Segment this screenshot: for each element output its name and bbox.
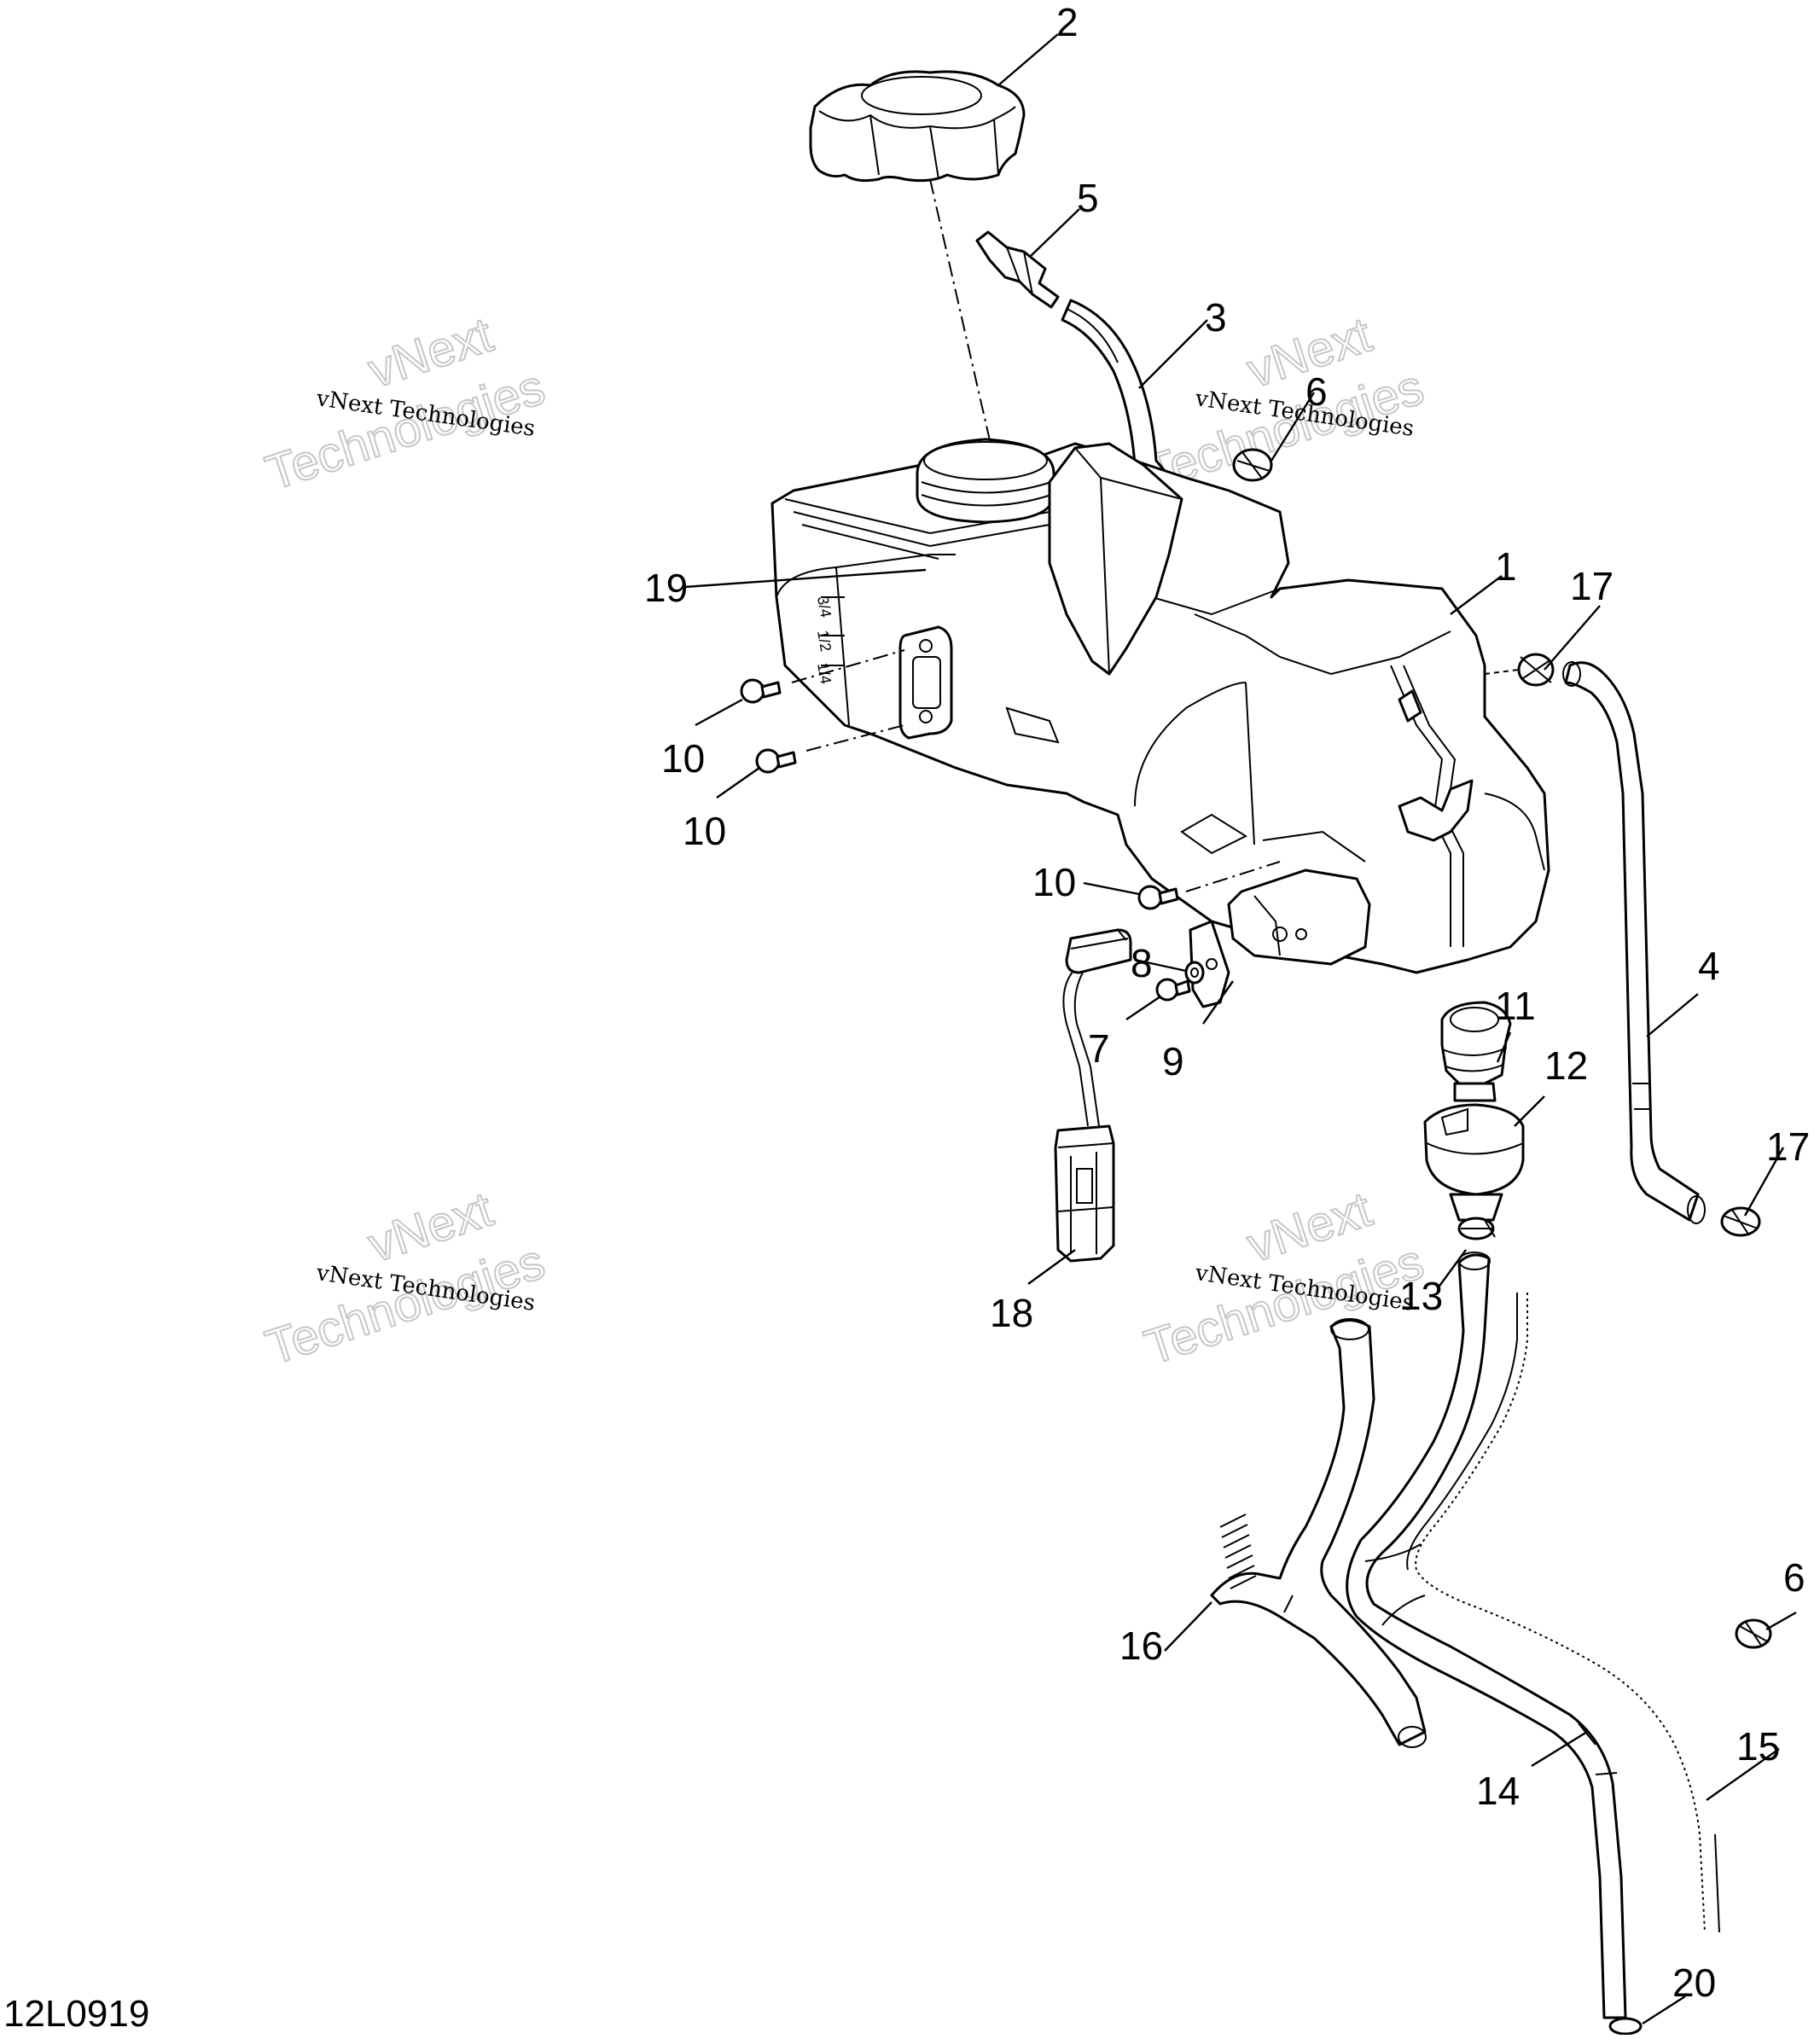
callout-13: 13 bbox=[1399, 1274, 1443, 1318]
hose-clamp-17-top bbox=[1517, 653, 1555, 687]
watermark-top-left: vNext Technologies vNext Technologies bbox=[259, 306, 552, 502]
callout-19: 19 bbox=[644, 566, 688, 610]
screw-axis-b bbox=[805, 724, 905, 752]
washer bbox=[1184, 961, 1205, 985]
valve-holder bbox=[1423, 1103, 1525, 1222]
clamp-axis-line bbox=[1484, 669, 1520, 675]
callout-7: 7 bbox=[1088, 1026, 1110, 1071]
callout-10-c: 10 bbox=[1032, 860, 1076, 904]
callout-18: 18 bbox=[990, 1291, 1033, 1335]
vent-hose-right bbox=[1562, 661, 1706, 1224]
callout-20: 20 bbox=[1672, 1961, 1716, 2005]
callout-6-top: 6 bbox=[1305, 369, 1328, 414]
cap-axis-line bbox=[929, 178, 999, 479]
level-sensor bbox=[1054, 928, 1132, 1263]
screw-10-a bbox=[740, 678, 782, 704]
hose-16 bbox=[1210, 1318, 1427, 1748]
leader-lines bbox=[684, 33, 1797, 2025]
screw-10-b bbox=[755, 748, 797, 774]
fuel-tank: 3/4 1/2 1/4 bbox=[770, 438, 1550, 974]
screw-10-c bbox=[1137, 885, 1179, 910]
callout-labels: 2 5 3 6 1 17 19 10 10 10 4 8 11 7 9 12 1… bbox=[644, 0, 1810, 2005]
callout-17-top: 17 bbox=[1570, 564, 1614, 608]
callout-15: 15 bbox=[1736, 1724, 1780, 1769]
hose-14 bbox=[1346, 1252, 1627, 2019]
hose-clamp-6-bottom bbox=[1735, 1618, 1772, 1649]
callout-4: 5 bbox=[1077, 176, 1099, 220]
callout-16: 16 bbox=[1119, 1624, 1163, 1668]
watermark-top-right: vNext Technologies vNext Technologies bbox=[1137, 306, 1431, 502]
callout-17-bottom: 17 bbox=[1766, 1124, 1810, 1169]
mounting-plate bbox=[1189, 920, 1230, 1008]
hose-clamp-17-bottom bbox=[1720, 1206, 1761, 1237]
vent-fitting bbox=[975, 230, 1060, 309]
watermark-bottom-right: vNext Technologies vNext Technologies bbox=[1137, 1181, 1431, 1377]
callout-1: 1 bbox=[1495, 544, 1517, 589]
check-valve bbox=[1440, 1001, 1512, 1102]
callout-8: 8 bbox=[1131, 941, 1153, 985]
screw-axis-a bbox=[791, 649, 905, 683]
spring-15 bbox=[1406, 1293, 1720, 1933]
callout-6-bottom: 6 bbox=[1783, 1555, 1805, 1600]
callout-10-b: 10 bbox=[683, 809, 726, 853]
filler-cap bbox=[809, 70, 1026, 183]
watermark-bottom-left: vNext Technologies vNext Technologies bbox=[259, 1181, 552, 1377]
callout-9: 9 bbox=[1162, 1039, 1184, 1083]
hose-clamp-13 bbox=[1457, 1217, 1496, 1240]
level-mark-1-2: 1/2 bbox=[814, 629, 834, 653]
callout-5: 4 bbox=[1698, 944, 1720, 988]
hose-clamp-top bbox=[1232, 448, 1273, 482]
screw-axis-c bbox=[1185, 861, 1281, 892]
end-fitting-20 bbox=[1608, 2017, 1643, 2036]
reference-code: 12L0919 bbox=[3, 1993, 149, 2035]
callout-12: 12 bbox=[1544, 1043, 1588, 1088]
callout-3: 3 bbox=[1205, 295, 1227, 340]
callout-10-a: 10 bbox=[661, 736, 705, 781]
level-mark-3-4: 3/4 bbox=[814, 595, 834, 619]
callout-14: 14 bbox=[1476, 1769, 1520, 1813]
screw-7 bbox=[1155, 978, 1191, 1002]
callout-11: 11 bbox=[1495, 984, 1536, 1028]
callout-2: 2 bbox=[1056, 0, 1079, 44]
